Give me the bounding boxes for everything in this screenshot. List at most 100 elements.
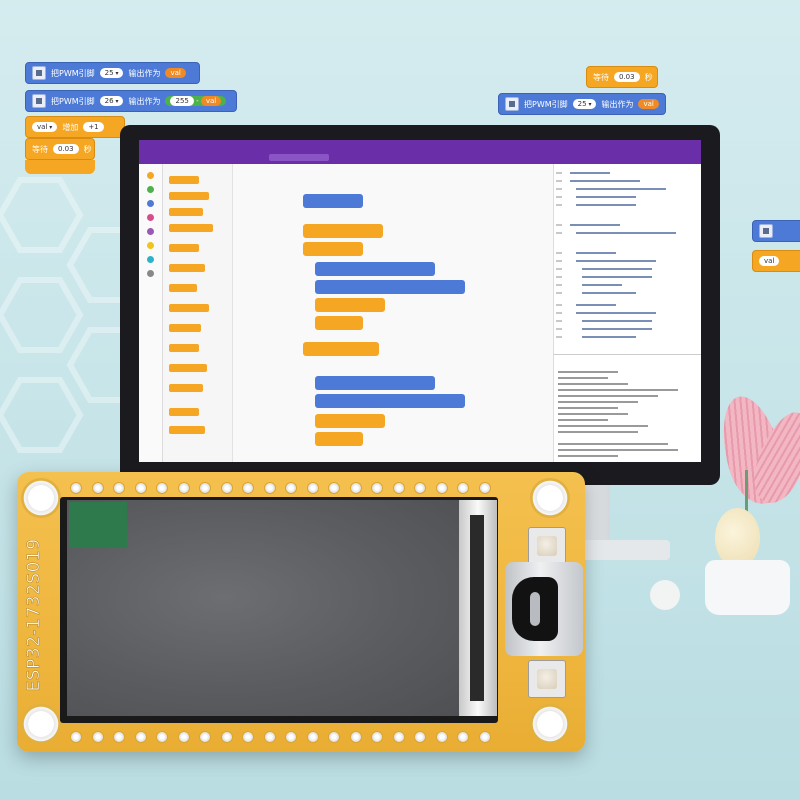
header-pin xyxy=(220,731,233,743)
var-reporter: val xyxy=(200,96,222,106)
category-palette xyxy=(139,164,163,462)
mini-block xyxy=(169,264,205,272)
header-pin xyxy=(457,482,469,494)
code-line xyxy=(582,284,622,286)
code-line xyxy=(576,312,656,314)
protective-tape xyxy=(69,502,127,548)
serial-line xyxy=(558,371,618,373)
category-dot xyxy=(147,172,154,179)
line-number xyxy=(556,224,562,226)
mounting-hole xyxy=(21,704,61,744)
category-dot xyxy=(147,242,154,249)
code-line xyxy=(576,204,636,206)
header-pin xyxy=(328,731,340,743)
category-dot xyxy=(147,228,154,235)
var-block-edge: val xyxy=(752,250,800,272)
header-pin xyxy=(392,731,405,743)
mini-block xyxy=(169,208,203,216)
mini-block xyxy=(169,244,199,252)
mini-block xyxy=(169,408,199,416)
line-number xyxy=(556,284,562,286)
output-label: 输出作为 xyxy=(128,96,161,106)
pwm-block-1: 把PWM引脚 25 输出作为 val xyxy=(25,62,200,84)
loop-bottom xyxy=(25,160,95,174)
workspace-block xyxy=(303,342,379,356)
wait-value: 0.03 xyxy=(53,144,79,154)
header-pin xyxy=(70,731,82,743)
header-pin xyxy=(435,731,448,743)
serial-line xyxy=(558,377,608,379)
reset-button xyxy=(528,660,566,698)
pwm-block-right: 把PWM引脚 25 输出作为 val xyxy=(498,93,666,115)
serial-line xyxy=(558,455,618,457)
serial-line xyxy=(558,431,638,433)
line-number xyxy=(556,268,562,270)
serial-line xyxy=(558,425,648,427)
output-label: 输出作为 xyxy=(601,99,634,109)
serial-line xyxy=(558,443,668,445)
header-pin xyxy=(478,482,491,494)
pwm-block-2: 把PWM引脚 26 输出作为 255 - val xyxy=(25,90,237,112)
code-line xyxy=(582,320,652,322)
line-number xyxy=(556,180,562,182)
header-pin xyxy=(177,482,190,494)
header-pin xyxy=(414,482,426,494)
line-number xyxy=(556,328,562,330)
line-number xyxy=(556,232,562,234)
mounting-hole xyxy=(530,704,570,744)
header-pin xyxy=(70,482,82,494)
line-number xyxy=(556,304,562,306)
serial-line xyxy=(558,449,678,451)
header-pin xyxy=(91,482,104,494)
serial-line xyxy=(558,407,618,409)
header-pin xyxy=(349,482,362,494)
chip-icon xyxy=(32,94,46,108)
vase xyxy=(705,560,790,615)
block-list xyxy=(163,164,233,462)
header-pin xyxy=(91,731,104,743)
pwm-label: 把PWM引脚 xyxy=(51,96,95,106)
header-pin xyxy=(328,482,340,494)
decor-macaron xyxy=(715,508,760,568)
wait-label: 等待 xyxy=(593,72,609,82)
category-dot xyxy=(147,270,154,277)
header-pin xyxy=(435,482,448,494)
line-number xyxy=(556,188,562,190)
minus-sign: - xyxy=(196,97,199,105)
increase-label: 增加 xyxy=(62,122,79,132)
mini-block xyxy=(169,224,213,232)
mini-block xyxy=(169,304,209,312)
wait-block: 等待 0.03 秒 xyxy=(25,138,95,160)
header-pin xyxy=(220,482,233,494)
header-pin xyxy=(478,731,491,743)
workspace-block xyxy=(315,394,465,408)
mounting-hole xyxy=(21,478,61,518)
category-dot xyxy=(147,186,154,193)
usb-c-tongue xyxy=(530,592,540,626)
code-line xyxy=(576,196,636,198)
chip-icon xyxy=(32,66,46,80)
header-pin xyxy=(349,731,362,743)
header-pin xyxy=(306,731,319,743)
lcd-connector xyxy=(470,515,484,701)
mini-block xyxy=(169,384,203,392)
mounting-hole xyxy=(530,478,570,518)
header-pin xyxy=(199,482,211,494)
line-number xyxy=(556,276,562,278)
wait-value: 0.03 xyxy=(614,72,640,82)
header-pin xyxy=(306,482,319,494)
code-line xyxy=(582,292,636,294)
category-dot xyxy=(147,214,154,221)
mini-block xyxy=(169,324,201,332)
mini-block xyxy=(169,176,199,184)
code-line xyxy=(576,188,666,190)
board-model-label: ESP32-1732S019 xyxy=(24,538,45,692)
code-line xyxy=(576,252,616,254)
code-line xyxy=(576,260,656,262)
board-silkscreen: ESP32-1732S019 xyxy=(22,515,46,715)
ide-menubar xyxy=(139,140,701,164)
line-number xyxy=(556,312,562,314)
header-pin xyxy=(457,731,469,743)
mini-block xyxy=(169,426,205,434)
mini-block xyxy=(169,344,199,352)
